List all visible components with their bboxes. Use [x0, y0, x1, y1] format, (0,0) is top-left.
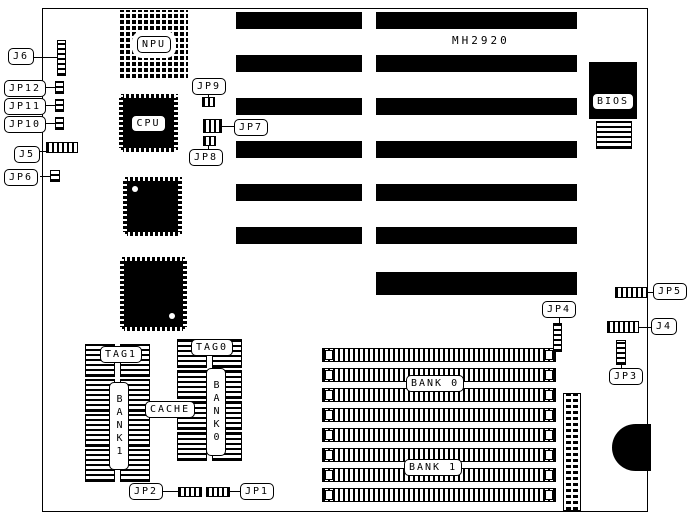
- isa-slot-segment: [376, 272, 577, 295]
- leader-line: [36, 151, 48, 152]
- pin1-dot: [132, 186, 138, 192]
- cache-label: CACHE: [145, 401, 196, 418]
- npu-label: NPU: [136, 35, 172, 53]
- isa-slot-segment: [376, 227, 577, 244]
- isa-slot-segment: [236, 12, 362, 29]
- jp12-connector: [55, 81, 64, 94]
- bank1-simm-label: BANK 1: [404, 459, 463, 476]
- jp5-connector: [615, 287, 647, 298]
- isa-slot-segment: [236, 184, 362, 201]
- j6-label: J6: [8, 48, 35, 65]
- jp3-label: JP3: [609, 368, 644, 385]
- isa-slot-segment: [376, 184, 577, 201]
- bank1-chip-label: BANK1: [109, 382, 129, 470]
- leader-line: [208, 92, 209, 100]
- bank0-simm-label: BANK 0: [406, 375, 465, 392]
- jp6-label: JP6: [4, 169, 39, 186]
- bios-socket-pins: [596, 121, 632, 149]
- leader-line: [645, 292, 655, 293]
- npu-chip: NPU: [120, 10, 188, 78]
- simm-socket: [322, 408, 556, 422]
- leader-line: [208, 144, 209, 152]
- isa-slot-segment: [236, 141, 362, 158]
- asic-chip-1: [123, 177, 182, 236]
- keyboard-din-connector: [612, 424, 651, 471]
- board-outline: [42, 8, 648, 512]
- jp6-connector: [50, 170, 60, 182]
- leader-line: [40, 176, 52, 177]
- leader-line: [40, 105, 56, 106]
- jp2-connector: [178, 487, 202, 497]
- j5-connector: [46, 142, 78, 153]
- jp1-connector: [206, 487, 230, 497]
- cache-dip-chip: [177, 432, 207, 461]
- leader-line: [160, 491, 180, 492]
- jp2-label: JP2: [129, 483, 164, 500]
- jp10-connector: [55, 117, 64, 130]
- pin1-dot: [169, 313, 175, 319]
- jp4-label: JP4: [542, 301, 577, 318]
- jp7-connector: [203, 119, 222, 133]
- jp5-label: JP5: [653, 283, 688, 300]
- isa-slot-segment: [376, 98, 577, 115]
- simm-socket: [322, 448, 556, 462]
- cpu-label: CPU: [131, 114, 166, 132]
- bios-label: BIOS: [591, 93, 635, 110]
- pin-header: [563, 393, 581, 511]
- bios-chip: BIOS: [589, 62, 637, 119]
- jp12-label: JP12: [4, 80, 47, 97]
- jp1-label: JP1: [240, 483, 275, 500]
- jp9-connector: [202, 97, 215, 107]
- simm-socket: [322, 488, 556, 502]
- board-model-text: MH2920: [452, 34, 510, 47]
- leader-line: [559, 316, 560, 325]
- leader-line: [40, 87, 56, 88]
- leader-line: [40, 123, 56, 124]
- cache-dip-chip: [177, 370, 207, 399]
- jp8-connector: [203, 136, 216, 146]
- j5-label: J5: [14, 146, 41, 163]
- leader-line: [228, 491, 244, 492]
- cpu-chip: CPU: [119, 94, 178, 152]
- jp10-label: JP10: [4, 116, 47, 133]
- isa-slot-segment: [376, 12, 577, 29]
- jp11-label: JP11: [4, 98, 47, 115]
- jp8-label: JP8: [189, 149, 224, 166]
- jp7-label: JP7: [234, 119, 269, 136]
- j6-connector: [57, 40, 66, 76]
- leader-line: [621, 363, 622, 370]
- tag1-label: TAG1: [100, 346, 143, 363]
- isa-slot-segment: [376, 55, 577, 72]
- isa-slot-segment: [236, 98, 362, 115]
- leader-line: [637, 327, 653, 328]
- j4-connector: [607, 321, 639, 333]
- jp9-label: JP9: [192, 78, 227, 95]
- simm-socket: [322, 428, 556, 442]
- simm-socket: [322, 348, 556, 362]
- asic-chip-2: [120, 257, 187, 331]
- isa-slot-segment: [376, 141, 577, 158]
- jp4-connector: [553, 323, 562, 352]
- bank0-chip-label: BANK0: [206, 368, 226, 456]
- leader-line: [220, 126, 236, 127]
- jp11-connector: [55, 99, 64, 112]
- isa-slot-segment: [236, 55, 362, 72]
- isa-slot-segment: [236, 227, 362, 244]
- leader-line: [28, 57, 58, 58]
- jp3-connector: [616, 340, 626, 365]
- tag0-label: TAG0: [191, 339, 234, 356]
- j4-label: J4: [651, 318, 678, 335]
